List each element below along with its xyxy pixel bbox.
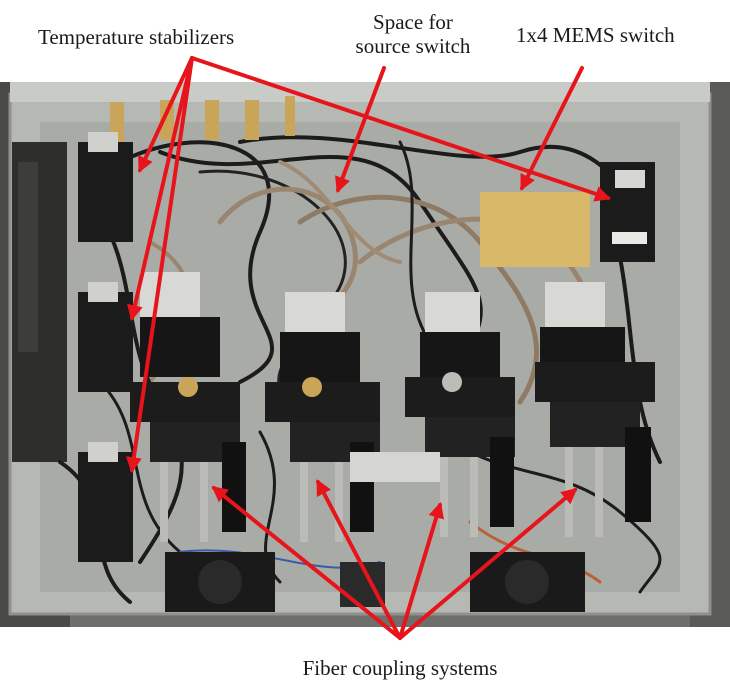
left-vent — [18, 162, 38, 352]
coupler-mount-4 — [535, 282, 655, 537]
space-for-source-switch-label: Space for source switch — [338, 10, 488, 58]
temperature-stabilizers-label: Temperature stabilizers — [38, 25, 235, 49]
space-for-label-line1: Space for — [373, 10, 453, 34]
power-module — [340, 562, 385, 607]
enclosure-top-lip — [10, 82, 710, 102]
mems-switch-module — [600, 162, 655, 262]
terminal-block — [350, 452, 440, 482]
stabilizer-module-bottom — [78, 452, 133, 562]
gold-board — [480, 192, 590, 267]
equipment-photo — [0, 82, 730, 627]
fiber-coupling-systems-label: Fiber coupling systems — [302, 656, 498, 680]
stabilizer-module-middle — [78, 292, 133, 392]
stabilizer-module-top — [78, 142, 133, 242]
coupler-mount-2 — [265, 292, 380, 542]
temperature-stabilizer-modules — [78, 132, 133, 562]
space-for-label-line2: source switch — [355, 34, 471, 58]
mems-switch-label: 1x4 MEMS switch — [516, 23, 675, 47]
